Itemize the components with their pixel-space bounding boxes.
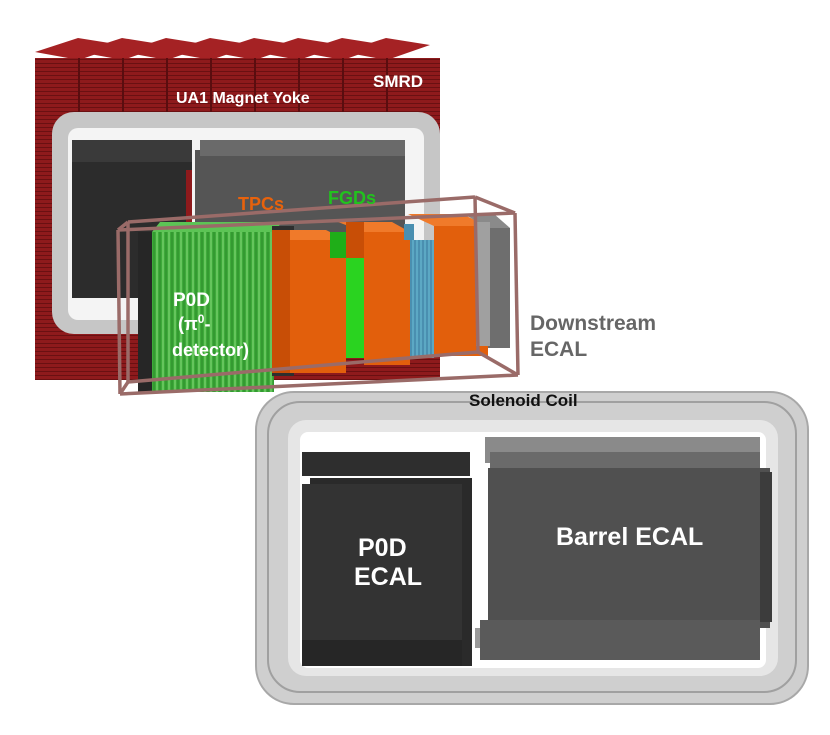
label-tpcs: TPCs	[238, 194, 284, 214]
front-coil-ring-line	[267, 401, 797, 693]
barrel-ecal-lower	[480, 620, 760, 660]
yoke-top-slab	[123, 38, 210, 60]
fgd-2	[410, 240, 434, 358]
label-solenoid-coil: Solenoid Coil	[469, 391, 578, 410]
label-barrel-ecal: Barrel ECAL	[556, 523, 703, 551]
label-p0d-line2: (π0-	[178, 312, 210, 334]
downstream-ecal	[488, 228, 510, 348]
label-fgds: FGDs	[328, 188, 376, 208]
yoke-top-slab	[35, 38, 122, 60]
yoke-top-slab	[167, 38, 254, 60]
fgd-1-side	[330, 232, 346, 258]
yoke-top-slab	[299, 38, 386, 60]
barrel-ecal-right-side	[760, 472, 772, 622]
yoke-top-slab	[343, 38, 430, 60]
label-p0d-line1: P0D	[173, 290, 210, 311]
label-p0d-sup-zero: 0	[198, 312, 205, 326]
back-p0d-ecal-top	[72, 140, 192, 162]
p0d-ecal-face	[302, 484, 462, 642]
back-yoke-inner-strip	[186, 170, 192, 240]
yoke-top-slab	[79, 38, 166, 60]
front-solenoid-coil	[255, 391, 809, 705]
back-barrel-ecal-top	[200, 140, 405, 156]
basket-frame	[116, 195, 520, 396]
label-smrd: SMRD	[373, 72, 423, 91]
labels: UA1 Magnet Yoke SMRD TPCs FGDs P0D (π0- …	[172, 72, 703, 591]
label-p0d-dash: -	[204, 314, 210, 334]
tpc-1-side	[272, 230, 290, 373]
p0d-block	[152, 232, 274, 392]
barrel-ecal-top-face	[490, 452, 760, 472]
tpc-1-top	[272, 230, 346, 240]
p0d-ecal-bottom-slab	[302, 640, 462, 666]
inner-detectors	[138, 214, 510, 392]
label-p0d-line3: detector)	[172, 340, 249, 360]
p0d-ecal-top-slab	[302, 452, 470, 476]
yoke-slab-separators	[78, 58, 388, 115]
tpc-2-side	[346, 222, 364, 258]
yoke-top-slab	[211, 38, 298, 60]
tpc-2	[364, 232, 410, 365]
label-downstream-line2: ECAL	[530, 338, 587, 361]
barrel-ecal-block	[488, 468, 770, 628]
label-p0d-ecal-line1: P0D	[358, 534, 407, 562]
fgd-1	[346, 258, 366, 358]
label-magnet-yoke: UA1 Magnet Yoke	[176, 90, 310, 107]
yoke-top-slab	[255, 38, 342, 60]
p0d-dark-front	[138, 232, 156, 392]
label-p0d-paren-pi: (π	[178, 314, 198, 334]
tpc-1	[290, 240, 346, 373]
downstream-ecal-front	[476, 222, 490, 346]
label-p0d-ecal-line2: ECAL	[354, 563, 422, 591]
label-downstream-line1: Downstream	[530, 312, 656, 335]
fgd-2-side	[404, 224, 414, 240]
